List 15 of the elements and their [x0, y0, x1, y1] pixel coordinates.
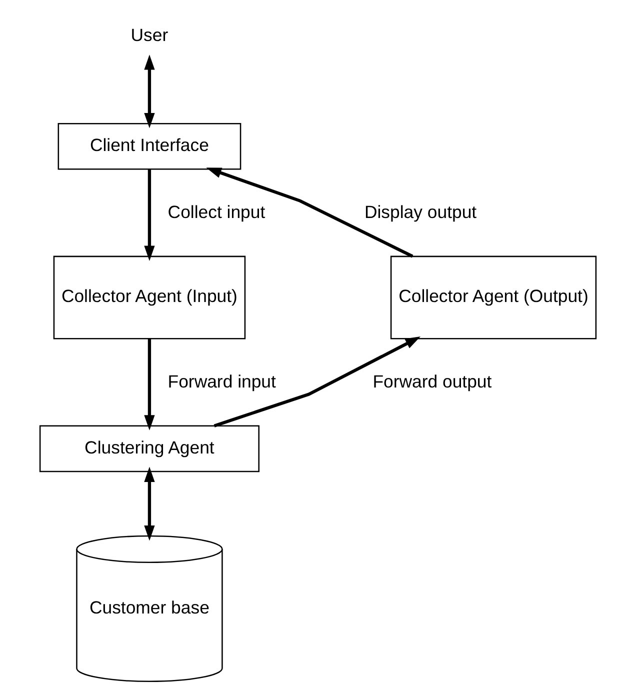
edge-label: Collect input — [168, 202, 266, 222]
edge-label: Display output — [364, 202, 477, 222]
arrow — [144, 466, 155, 541]
arrow — [144, 339, 155, 430]
edge-label: Forward output — [372, 372, 492, 392]
node-box: Client Interface — [58, 123, 242, 170]
arrow — [144, 169, 155, 261]
arrow — [144, 54, 155, 128]
arrow — [214, 336, 420, 428]
arrow — [206, 168, 414, 258]
node-box: Collector Agent (Output) — [390, 256, 597, 340]
node-box: Clustering Agent — [39, 425, 260, 472]
node-text: User — [130, 25, 168, 46]
node-box: Collector Agent (Input) — [53, 256, 246, 340]
edge-label: Forward input — [168, 372, 276, 392]
